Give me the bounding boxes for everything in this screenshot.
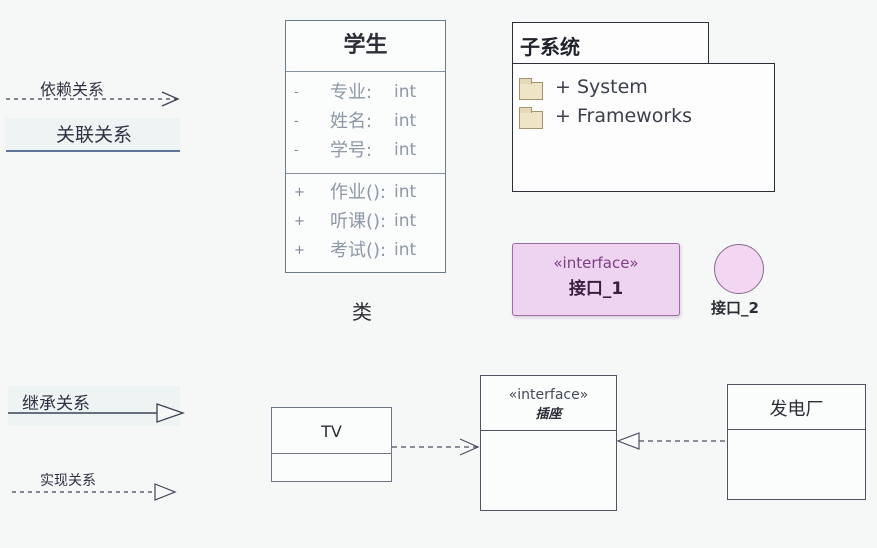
subsystem-package-tab — [512, 22, 709, 64]
interface-name: 接口_1 — [568, 279, 624, 299]
power-plant-title: 发电厂 — [728, 385, 865, 430]
operation-name: 作业(): — [330, 182, 387, 203]
socket-interface-stereotype: «interface» — [508, 387, 589, 403]
legend-inheritance-label: 继承关系 — [22, 394, 90, 414]
attributes-section: - 专业: int - 姓名: int - 学号: int — [286, 72, 445, 174]
operation-type: int — [394, 240, 417, 260]
socket-interface-name: 插座 — [535, 407, 562, 422]
attribute-row: - 学号: int — [286, 136, 445, 165]
attribute-type: int — [394, 140, 417, 160]
tv-title: TV — [272, 408, 391, 454]
tv-to-interface-dependency — [392, 438, 480, 456]
attribute-type: int — [394, 111, 417, 131]
visibility-marker: - — [294, 143, 299, 158]
interface-lollipop-label: 接口_2 — [711, 299, 759, 317]
legend-association-label: 关联关系 — [56, 124, 133, 146]
legend-dependency-label: 依赖关系 — [40, 80, 105, 99]
attribute-name: 专业: — [330, 82, 373, 103]
attribute-name: 姓名: — [330, 111, 373, 132]
operation-name: 考试(): — [330, 240, 387, 261]
visibility-marker: + — [294, 243, 305, 258]
folder-icon — [519, 107, 543, 129]
tv-class-box: TV — [271, 407, 392, 482]
socket-interface-box: «interface» 插座 — [480, 375, 617, 511]
attribute-row: - 专业: int — [286, 78, 445, 107]
package-item-label: + System — [555, 76, 648, 98]
attribute-name: 学号: — [330, 140, 373, 161]
class-name: 学生 — [286, 21, 445, 72]
operation-row: + 考试(): int — [286, 236, 445, 265]
inheritance-arrow — [8, 403, 185, 423]
attribute-row: - 姓名: int — [286, 107, 445, 136]
visibility-marker: + — [294, 214, 305, 229]
operation-type: int — [394, 182, 417, 202]
interface-stereotype: «interface» — [553, 254, 639, 272]
interface-box: «interface» 接口_1 — [512, 243, 680, 316]
power-plant-class-box: 发电厂 — [727, 384, 866, 500]
visibility-marker: + — [294, 185, 305, 200]
legend-realization-label: 实现关系 — [40, 473, 96, 489]
dependency-arrow — [6, 91, 180, 107]
plant-to-interface-realization — [616, 432, 727, 450]
subsystem-package-body: + System + Frameworks — [512, 63, 775, 192]
folder-icon — [519, 78, 543, 100]
student-class-box: 学生 - 专业: int - 姓名: int - 学号: int + 作业():… — [285, 20, 446, 273]
operation-name: 听课(): — [330, 211, 387, 232]
attribute-type: int — [394, 82, 417, 102]
operation-row: + 作业(): int — [286, 178, 445, 207]
interface-lollipop-circle — [714, 244, 764, 294]
socket-interface-header: «interface» 插座 — [481, 376, 616, 431]
realization-arrow — [12, 483, 177, 501]
package-item-label: + Frameworks — [555, 105, 693, 127]
operation-row: + 听课(): int — [286, 207, 445, 236]
class-caption: 类 — [352, 300, 372, 324]
subsystem-title: 子系统 — [520, 35, 580, 59]
visibility-marker: - — [294, 85, 299, 100]
operations-section: + 作业(): int + 听课(): int + 考试(): int — [286, 174, 445, 265]
visibility-marker: - — [294, 114, 299, 129]
operation-type: int — [394, 211, 417, 231]
